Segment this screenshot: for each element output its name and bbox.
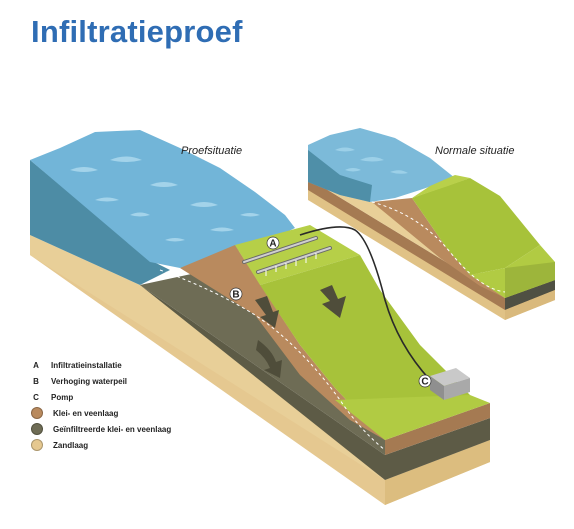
normal-water-front <box>308 150 372 202</box>
legend-label: Pomp <box>51 392 74 402</box>
svg-text:A: A <box>269 239 276 250</box>
test-polder <box>335 395 490 440</box>
test-water-front <box>30 160 170 285</box>
legend-key: C <box>33 392 39 402</box>
legend-swatch-sand <box>31 439 43 451</box>
legend-swatch-infiltrated <box>31 423 43 435</box>
legend-item-water-level: B Verhoging waterpeil <box>30 375 127 387</box>
test-situation-block <box>30 130 490 505</box>
flow-arrow-lower <box>256 340 282 378</box>
legend-label: Verhoging waterpeil <box>51 376 128 386</box>
legend-item-infiltrated: Geïnfiltreerde klei- en veenlaag <box>30 423 171 435</box>
test-dashed-line <box>159 269 386 451</box>
legend-item-installation: A Infiltratieinstallatie <box>30 359 122 371</box>
legend-item-sand: Zandlaag <box>30 439 88 451</box>
caption-test: Proefsituatie <box>181 145 242 157</box>
normal-dashed-line <box>371 201 506 293</box>
test-sand-top <box>30 235 385 480</box>
test-infiltrated-body <box>140 270 385 455</box>
infiltration-installation <box>242 236 332 276</box>
pump-cable <box>299 226 431 381</box>
marker-a: A <box>266 236 280 250</box>
normal-infiltrated-face <box>505 280 555 310</box>
test-water-surface <box>30 130 295 268</box>
pump-box <box>430 368 470 400</box>
normal-situation-block <box>308 128 555 320</box>
svg-text:B: B <box>232 290 239 301</box>
legend-swatch-clay <box>31 407 43 419</box>
legend-label: Geïnfiltreerde klei- en veenlaag <box>53 424 172 434</box>
normal-dike-crest <box>412 175 470 198</box>
normal-dike-clay-slope <box>372 198 505 298</box>
legend-item-clay: Klei- en veenlaag <box>30 407 118 419</box>
flow-arrows <box>255 285 346 378</box>
page-title: Infiltratieproef <box>31 14 243 49</box>
caption-normal: Normale situatie <box>435 145 514 157</box>
legend-label: Zandlaag <box>53 440 89 450</box>
legend-item-pump: C Pomp <box>30 391 73 403</box>
test-dike-grass-slope <box>260 255 470 440</box>
spray-lines <box>265 253 317 276</box>
normal-dike-grass-slope <box>412 178 540 275</box>
flow-arrow-crest <box>320 285 346 318</box>
legend-label: Infiltratieinstallatie <box>51 360 122 370</box>
svg-text:C: C <box>421 377 428 388</box>
marker-b: B <box>229 287 243 301</box>
flow-arrow-upper <box>255 296 279 328</box>
legend-label: Klei- en veenlaag <box>53 408 119 418</box>
test-water-ripples <box>70 156 260 242</box>
legend-key: A <box>33 360 39 370</box>
marker-c: C <box>418 374 432 388</box>
legend-key: B <box>33 376 39 386</box>
